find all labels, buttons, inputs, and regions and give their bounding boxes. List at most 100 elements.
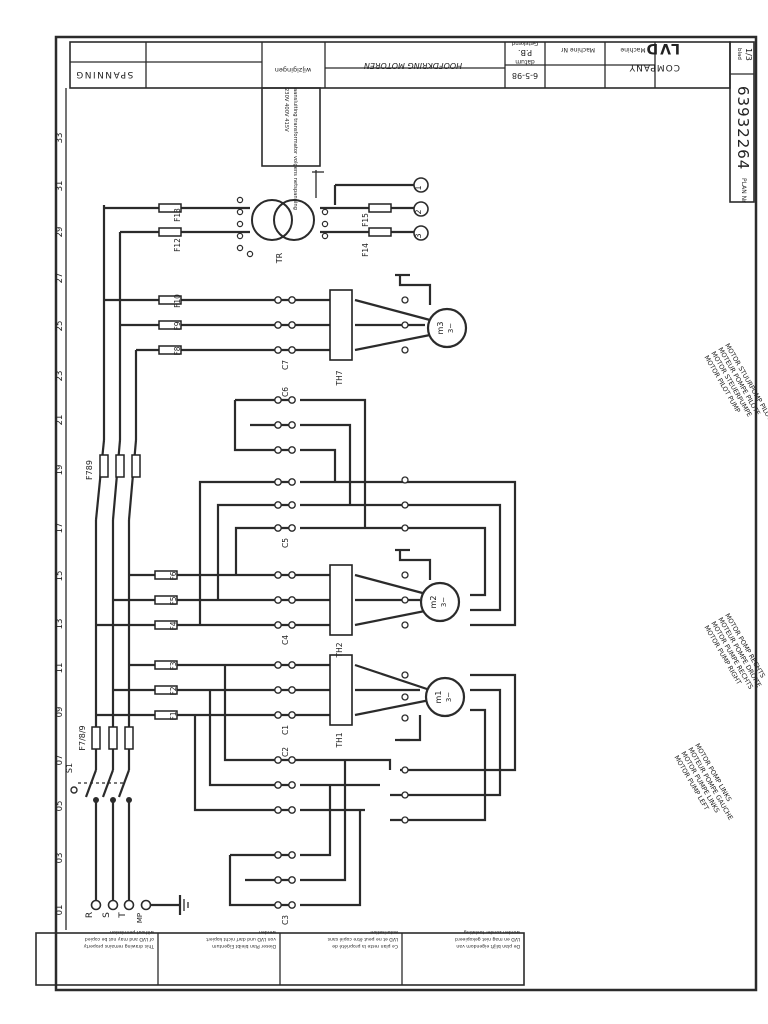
motor-phase-label: 3~: [445, 692, 453, 702]
motor-terminal: [401, 816, 409, 824]
column-number: 05: [55, 801, 65, 812]
fuse-pilot-pump: [158, 295, 182, 305]
company-name: LVD: [645, 40, 680, 56]
contact-terminal: [288, 446, 296, 454]
motor-note-right: MOTOR POMP RECHTSMOTEUR POMPE DROITEMOTO…: [702, 612, 768, 697]
fuse-pump-right: [154, 595, 178, 605]
fuse-label-main: F7/8/9: [78, 725, 87, 750]
contact-terminal: [274, 396, 282, 404]
contact-terminal: [274, 756, 282, 764]
contact-terminal: [288, 421, 296, 429]
fuse-label-f10: F10: [173, 294, 182, 308]
fuse-label-f12: F12: [173, 238, 182, 252]
wiring-lines: [94, 183, 517, 915]
fuse-label-f3: F3: [169, 661, 178, 670]
motor-terminal: [401, 791, 409, 799]
motor-terminal: [401, 714, 409, 722]
contact-terminal: [274, 296, 282, 304]
contact-terminal: [288, 686, 296, 694]
fuse-main: [124, 726, 134, 750]
fuse-transformer-primary: [158, 203, 182, 213]
motor-phase-label: 3~: [440, 597, 448, 607]
motor-note-pilot: MOTOR STUURPOMP PILOTEMOTEUR POMPE PILOT…: [702, 342, 768, 437]
fuse-f789: [99, 454, 109, 478]
motor-note-left: MOTOR POMP LINKSMOTEUR POMPE GAUCHEMOTOR…: [672, 742, 741, 830]
motor-terminal: [401, 321, 409, 329]
spanning-label: SPANNING: [75, 69, 134, 79]
transformer-tap: [236, 196, 244, 204]
fuse-label-f9: F9: [173, 321, 182, 330]
drawing-frame: [54, 35, 758, 992]
column-number: 09: [55, 707, 65, 718]
contact-terminal: [288, 621, 296, 629]
footer-note-de: Dieser Plan bleibt Eigentumvon LVD und d…: [206, 929, 276, 949]
date-value: 6-5-98: [512, 71, 538, 80]
fuse-label-f2: F2: [169, 686, 178, 695]
motor-label: m3: [436, 322, 445, 335]
contactor-label-c1: C1: [281, 725, 290, 735]
contact-terminal: [288, 524, 296, 532]
title-block: SPANNING wijzigingen HOOFDKRING MOTOREN …: [69, 40, 731, 89]
contact-terminal: [288, 396, 296, 404]
transformer-tap: [236, 232, 244, 240]
fuse-transformer-secondary: [368, 227, 392, 237]
contact-terminal: [288, 321, 296, 329]
control-output-label: 2: [414, 209, 423, 214]
contact-terminal: [288, 571, 296, 579]
motor-terminal: [401, 621, 409, 629]
column-number: 01: [55, 905, 65, 916]
fuse-transformer-secondary: [368, 203, 392, 213]
footer-note-en: This drawing remains propertyof LVD and …: [83, 929, 155, 949]
contact-terminal: [288, 296, 296, 304]
footer-notes: De plan blijft eigendom vanLVD en mag ni…: [35, 929, 525, 986]
fuse-pump-left: [154, 685, 178, 695]
column-number: 07: [55, 755, 65, 766]
transformer-note-box: aansluiting transformator volgens netspa…: [261, 87, 321, 210]
contact-terminal: [274, 346, 282, 354]
contact-terminal: [274, 621, 282, 629]
column-number: 15: [55, 571, 65, 582]
fuse-label-f789: F789: [85, 460, 94, 480]
sheet-value: 1/3: [744, 48, 753, 61]
column-number: 17: [55, 523, 65, 534]
fuse-main: [91, 726, 101, 750]
contact-terminal: [274, 501, 282, 509]
motor-m1: [424, 676, 466, 718]
fuse-pump-left: [154, 660, 178, 670]
transformer-note: aansluiting transformator volgens netspa…: [292, 88, 298, 210]
contactor-label-c5: C5: [281, 538, 290, 548]
drawn-value: P.B.: [518, 48, 532, 57]
overload-label-th7: TH7: [335, 370, 344, 386]
contact-terminal: [288, 851, 296, 859]
contact-terminal: [274, 321, 282, 329]
supply-label-mp: MP: [136, 913, 144, 923]
contact-terminal: [274, 478, 282, 486]
fuse-label-f13: F13: [173, 208, 182, 222]
contactor-label-c7: C7: [281, 360, 290, 370]
column-number: 11: [55, 663, 65, 674]
fuse-group: [91, 203, 392, 750]
contact-terminal: [274, 876, 282, 884]
motor-terminal: [401, 766, 409, 774]
contact-terminal: [288, 781, 296, 789]
machine-number-label: Machine Nr: [560, 46, 595, 53]
motor-terminal: [401, 596, 409, 604]
contact-terminal: [288, 806, 296, 814]
fuse-main: [108, 726, 118, 750]
control-output-terminals: [413, 177, 429, 241]
transformer-tap: [236, 208, 244, 216]
sheet-label: blad: [736, 48, 742, 60]
transformer-tap: [321, 220, 329, 228]
contactor-label-c4: C4: [281, 635, 290, 645]
contact-terminal: [288, 346, 296, 354]
contact-terminal: [274, 806, 282, 814]
transformer-note-line: 230V 400V 415V: [283, 88, 289, 132]
contact-terminal: [274, 421, 282, 429]
fuse-label-f14: F14: [361, 243, 370, 257]
motor-phase-label: 3~: [447, 323, 455, 333]
motor-m2: [419, 581, 461, 623]
control-output-label: 1: [414, 185, 423, 190]
